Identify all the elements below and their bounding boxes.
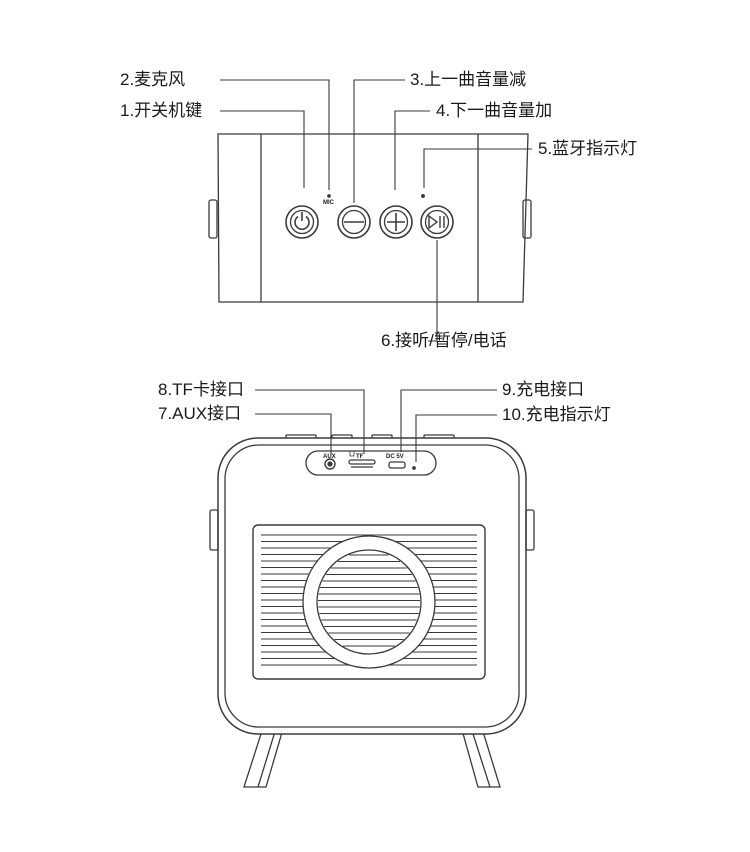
- tf-card-slot: [348, 459, 376, 468]
- play-pause-button: [420, 205, 454, 239]
- mic-mark: MIC: [323, 200, 335, 206]
- tf-mark-icon: [349, 450, 355, 457]
- power-icon: [294, 212, 310, 230]
- callout-answer-pause: 6.接听/暂停/电话: [381, 331, 507, 350]
- top-leader-lines: [220, 79, 532, 342]
- volume-down-button: [337, 205, 371, 239]
- top-view: [208, 79, 532, 342]
- callout-microphone: 2.麦克风: [120, 70, 186, 89]
- front-handle-right: [525, 509, 535, 551]
- volume-up-button: [379, 205, 413, 239]
- usb-port: [388, 461, 406, 469]
- top-handle-right: [522, 199, 532, 239]
- callout-next-vol-up: 4.下一曲音量加: [436, 101, 553, 120]
- mic-hole: [327, 194, 331, 198]
- play-pause-icon: [428, 214, 445, 230]
- tf-mark: TF: [356, 454, 364, 460]
- charge-led: [412, 466, 416, 470]
- front-body-inner: [224, 444, 520, 728]
- callout-bluetooth-led: 5.蓝牙指示灯: [538, 139, 638, 158]
- port-panel: [305, 450, 437, 476]
- front-view: [209, 389, 535, 788]
- top-body-outline: [217, 133, 529, 303]
- callout-charge-port: 9.充电接口: [502, 380, 585, 399]
- callout-prev-vol-down: 3.上一曲音量减: [410, 70, 527, 89]
- dc-mark: DC 5V: [386, 454, 404, 460]
- top-handle-left: [208, 199, 218, 239]
- callout-charge-led: 10.充电指示灯: [502, 405, 611, 424]
- power-button: [285, 205, 319, 239]
- driver-slats: [318, 554, 420, 647]
- callout-tf-port: 8.TF卡接口: [158, 380, 244, 399]
- aux-port: [324, 458, 336, 470]
- aux-mark: AUX: [323, 454, 336, 460]
- callout-power-key: 1.开关机键: [120, 101, 203, 120]
- bluetooth-led: [421, 194, 425, 198]
- front-leader-lines: [255, 389, 497, 462]
- callout-aux-port: 7.AUX接口: [158, 404, 242, 423]
- driver-ring-inner: [316, 549, 422, 655]
- plus-icon: [387, 213, 405, 231]
- front-handle-left: [209, 509, 219, 551]
